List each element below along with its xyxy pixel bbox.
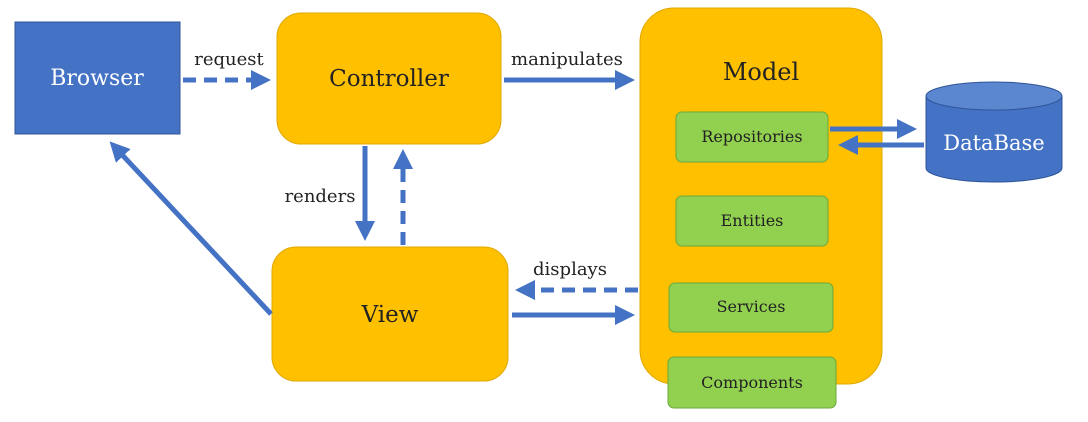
database-cylinder [925,81,1063,183]
view-label: View [361,302,419,328]
renders-label: renders [285,186,356,207]
entities-box [675,195,829,247]
controller-box [276,12,502,145]
request-label: request [194,49,264,70]
browser-label: Browser [50,66,144,91]
components-label: Components [701,373,803,392]
database-top [925,81,1063,111]
database-body [925,95,1063,183]
services-label: Services [717,297,786,316]
browser-box [14,21,181,135]
view-box [271,246,509,382]
manipulates-label: manipulates [511,49,623,70]
repositories-label: Repositories [701,127,802,146]
model-label: Model [723,58,799,86]
entities-label: Entities [721,211,784,230]
repositories-box [675,111,829,163]
displays-label: displays [533,259,607,280]
view-to-browser-arrow [109,141,273,316]
controller-label: Controller [329,66,449,92]
components-box [667,356,837,409]
database-label: DataBase [943,131,1044,155]
services-box [668,282,834,333]
